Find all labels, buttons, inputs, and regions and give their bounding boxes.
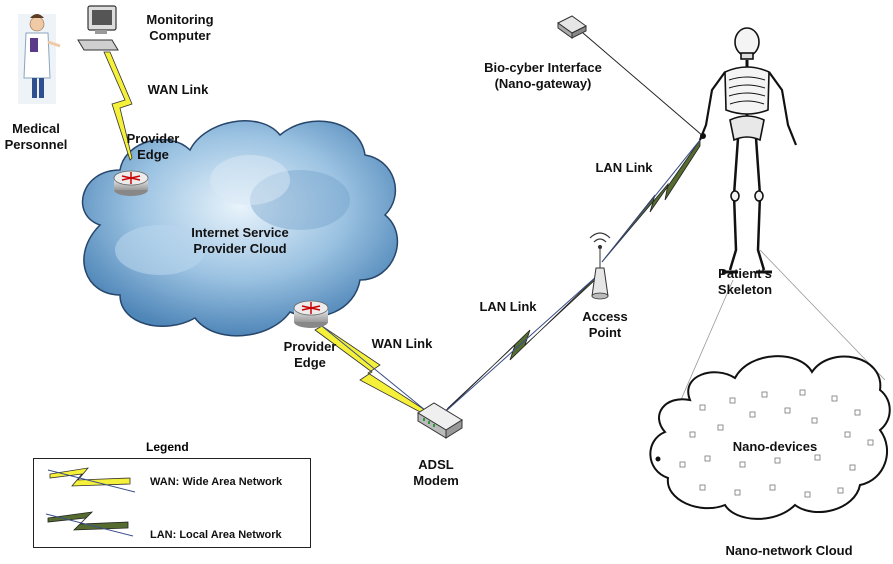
nano-network-cloud [649,355,891,520]
legend-lan-label: LAN: Local Area Network [150,529,282,541]
legend-wan-label: WAN: Wide Area Network [150,476,283,488]
nano-devices-label: Nano-devices [732,439,818,454]
medical-personnel-icon [18,14,61,104]
wan-link-label-top: WAN Link [147,82,209,97]
nano-projection-line-right [759,249,886,381]
patient-skeleton-icon [698,27,798,274]
lan-link-label-right: LAN Link [595,160,653,175]
legend-lan-symbol [45,511,134,537]
access-point-icon [589,232,611,300]
lan-link-label-left: LAN Link [479,299,537,314]
legend-title: Legend [146,440,189,454]
bio-cyber-interface-label: Bio-cyber Interface(Nano-gateway) [484,60,602,91]
isp-cloud [81,120,399,337]
monitoring-computer-icon [77,5,119,51]
bio-cyber-interface-icon [557,15,587,39]
adsl-modem-icon [417,402,463,439]
lan-link-left [444,274,599,413]
gateway-connector [582,32,704,137]
legend-box [33,458,311,548]
provider-edge-router-top [113,170,149,196]
nano-network-cloud-label: Nano-network Cloud [725,543,853,558]
legend-wan-symbol [47,467,136,493]
provider-edge-router-bottom [293,300,329,328]
wan-link-top [103,51,133,161]
lan-link-right [601,138,701,263]
wan-link-label-bottom: WAN Link [371,336,433,351]
